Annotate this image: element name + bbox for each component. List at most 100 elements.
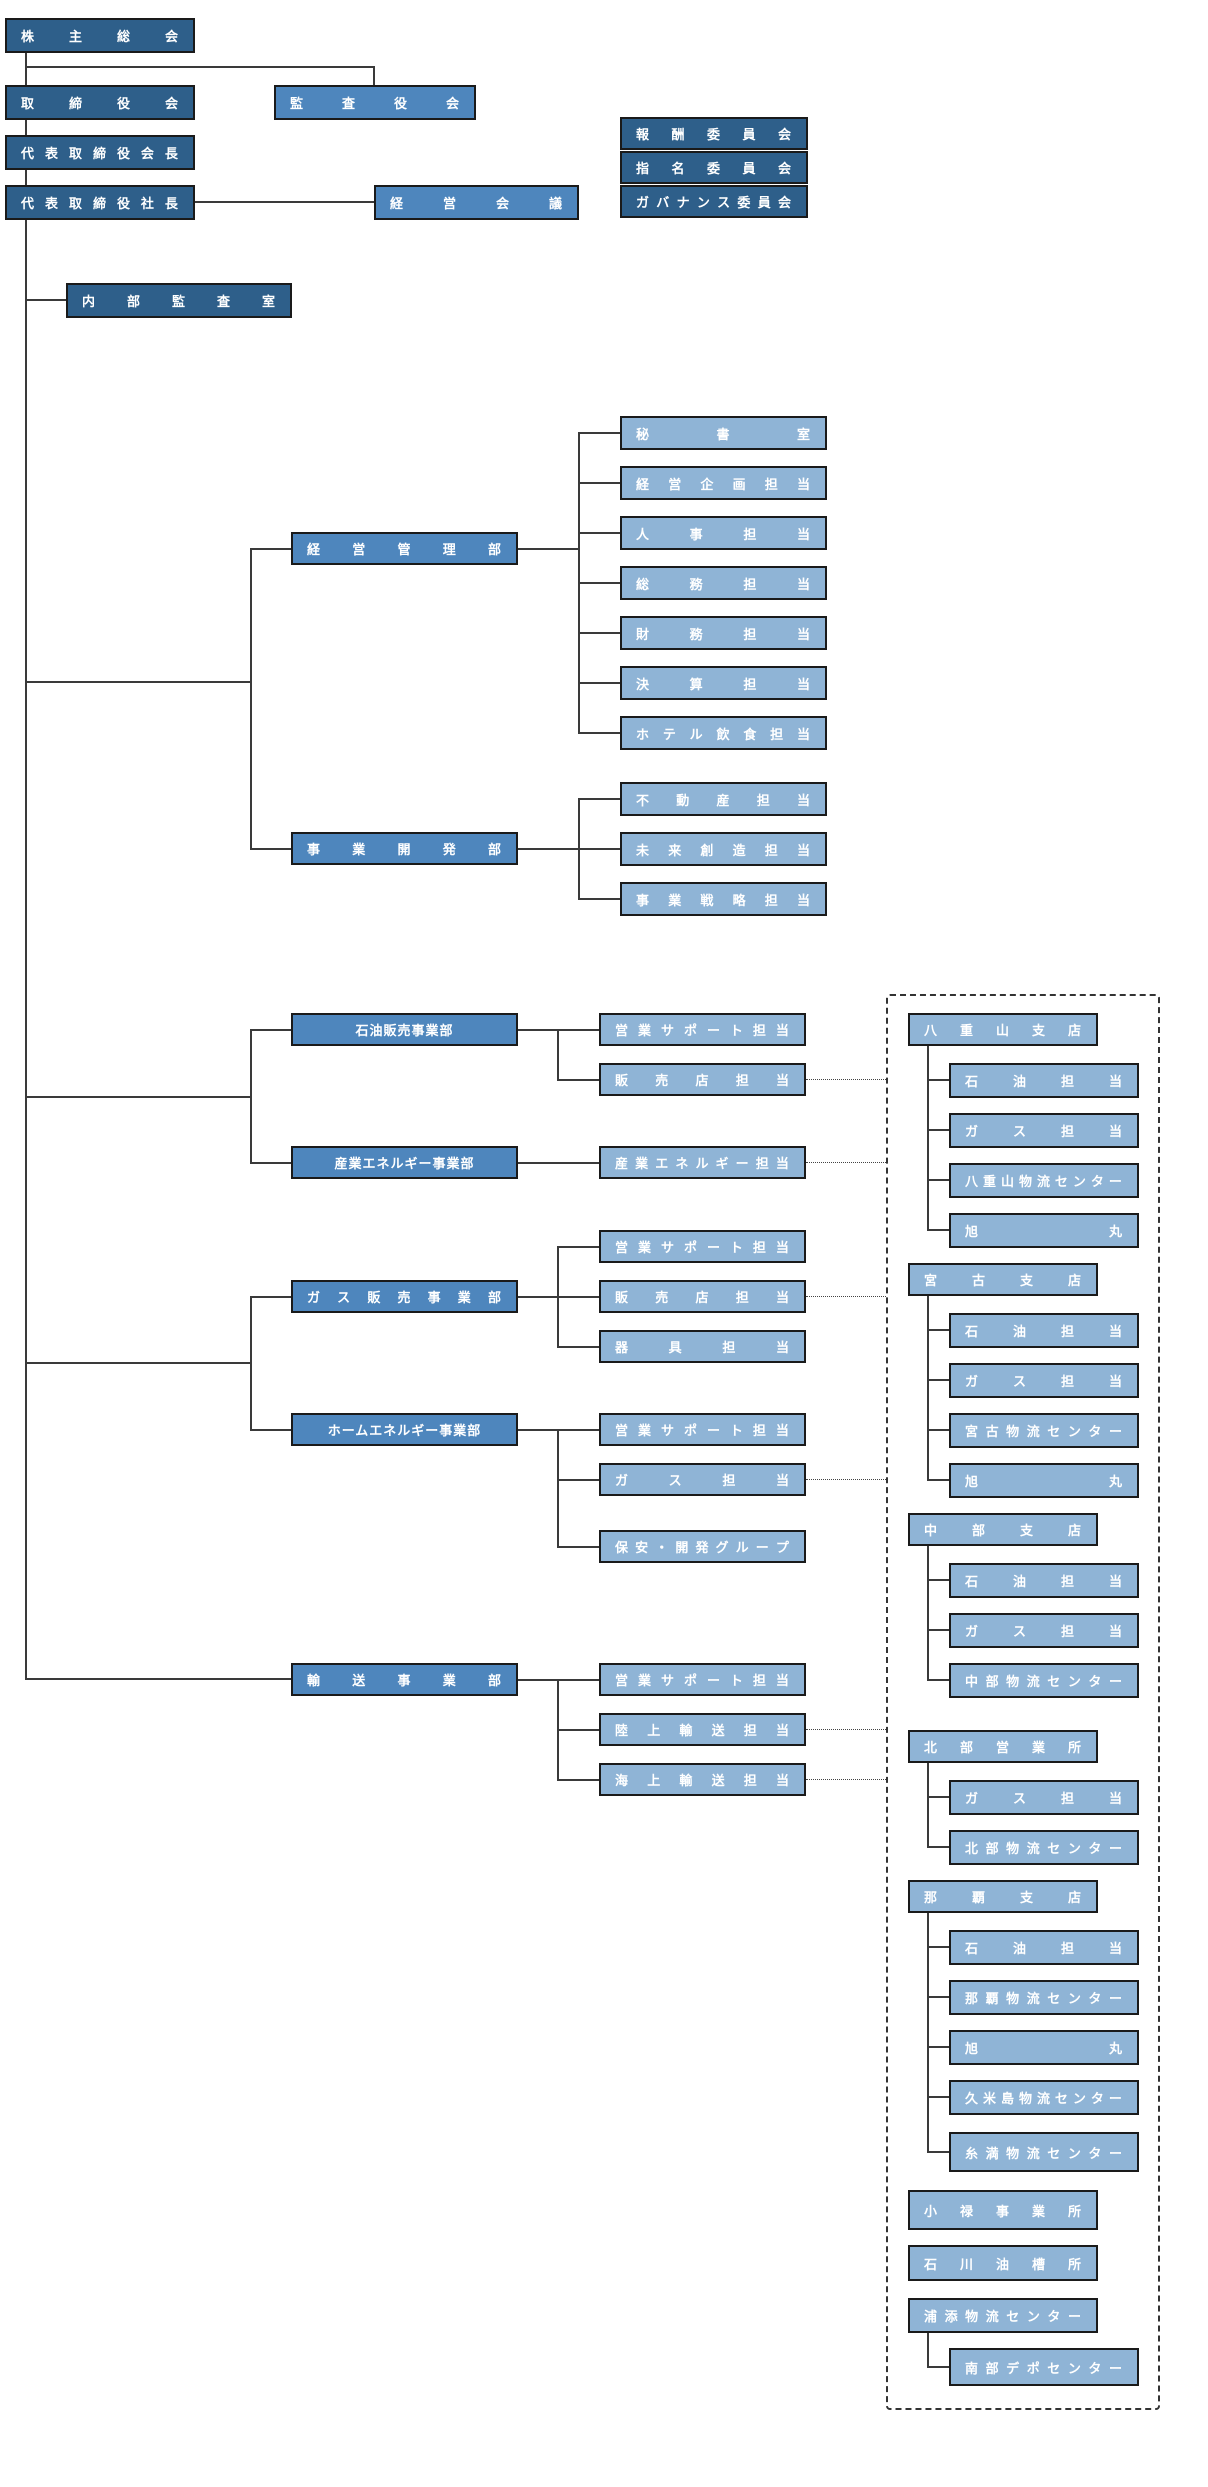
org-node-label: 内部監査室 [82,291,276,310]
org-node-ch-gas: ガス担当 [949,1613,1139,1648]
label-char: 油 [1012,1325,1027,1340]
label-char: 米 [982,2092,997,2107]
org-node-label: ガス担当 [965,1621,1123,1640]
connector-line [578,482,620,484]
connector-line [927,1846,949,1848]
org-node-label: 石川油槽所 [924,2254,1082,2273]
label-char: ル [695,1157,710,1172]
label-char: 指 [636,162,651,177]
org-node-label: 旭丸 [965,1471,1123,1490]
label-char: 流 [1036,2092,1051,2107]
org-node-mi-sekiyu: 石油担当 [949,1313,1139,1348]
org-node-label: 糸満物流センター [965,2143,1123,2162]
label-char: 覇 [985,1992,1000,2007]
org-node-nanbu-depo: 南部デポセンター [949,2348,1139,2386]
label-char: 会 [777,196,792,211]
label-char: 丸 [1108,1475,1123,1490]
org-node-yuso: 輸送事業部 [291,1663,518,1696]
label-char: 担 [1060,1792,1075,1807]
connector-line [518,1162,599,1164]
label-char: 業 [1031,2204,1046,2220]
org-node-label: 経営企画担当 [636,474,811,493]
label-char: 代 [21,147,36,162]
org-node-label: 販売店担当 [615,1287,790,1306]
org-node-kabunushi: 株主総会 [5,18,195,53]
label-char: 代 [21,197,36,212]
org-node-jigyo-senryaku: 事業戦略担当 [620,882,827,916]
label-char: 当 [775,1241,790,1256]
label-char: ン [1067,1675,1082,1690]
label-char: 販 [367,1291,382,1306]
label-char: 当 [796,577,811,593]
label-char: 当 [775,1024,790,1039]
label-char: 輸 [679,1724,694,1739]
label-char: 担 [743,627,758,643]
org-node-ya-gas: ガス担当 [949,1113,1139,1148]
label-char: 業 [352,843,367,858]
org-node-somu: 総務担当 [620,566,827,600]
label-char: セ [1047,1425,1062,1440]
label-char: セ [1006,2310,1021,2325]
label-char: 主 [68,30,83,45]
label-char: 覇 [971,1891,986,1906]
label-char: 担 [735,1291,750,1306]
branch-group-frame [886,994,1160,2410]
label-char: 未 [636,843,651,859]
label-char: 担 [752,1241,767,1256]
label-char: 務 [689,627,704,643]
label-char: 会 [495,197,510,212]
org-node-hoshu: 報酬委員会 [620,117,808,150]
label-char: 石 [924,2257,939,2273]
org-node-label: 指名委員会 [636,158,792,177]
label-char: 当 [1108,1942,1123,1957]
org-node-ya-butsuryu: 八重山物流センター [949,1163,1139,1198]
org-node-na-itoman: 糸満物流センター [949,2132,1139,2172]
label-char: 担 [752,1424,767,1439]
label-char: 物 [965,2310,980,2325]
label-char: 当 [796,477,811,493]
label-char: ン [1067,2361,1082,2377]
dotted-leader [806,1296,886,1297]
connector-line [578,432,620,434]
label-char: サ [660,1241,675,1256]
label-char: 報 [636,128,651,143]
label-char: ー [706,1424,721,1439]
org-node-label: 南部デポセンター [965,2358,1123,2377]
label-char: 宮 [965,1425,980,1440]
label-char: 物 [1006,1992,1021,2007]
label-char: 山 [995,1024,1010,1039]
org-node-label: 久米島物流センター [965,2088,1123,2107]
label-char: 議 [548,197,563,212]
connector-line [250,1029,291,1031]
connector-line [578,682,620,684]
label-char: 部 [487,1674,502,1689]
connector-line [927,2046,949,2048]
org-node-urasoe: 浦添物流センター [908,2298,1098,2333]
label-char: ポ [683,1024,698,1039]
label-char: ギ [715,1157,730,1172]
org-node-label: 秘書室 [636,424,811,443]
label-char: 営 [615,1024,630,1039]
connector-line [250,548,291,550]
label-char: 食 [743,727,758,743]
label-char: 禄 [959,2204,974,2220]
connector-line [578,732,620,734]
label-char: 経 [390,197,405,212]
connector-line [557,1429,559,1548]
org-node-h-gas: ガス担当 [599,1463,806,1496]
org-node-label: 営業サポート担当 [615,1020,790,1039]
label-char: 員 [757,196,772,211]
label-char: 槽 [1031,2257,1046,2273]
connector-line [25,53,27,1680]
label-char: 査 [216,295,231,310]
label-char: セ [1047,1992,1062,2007]
label-char: 旭 [965,2042,980,2057]
label-char: 来 [668,843,683,859]
label-char: ン [1026,2310,1041,2325]
connector-line [557,1246,559,1348]
label-char: 所 [1067,1741,1082,1756]
org-node-ch-sekiyu: 石油担当 [949,1563,1139,1598]
label-char: 八 [965,1175,980,1190]
label-char: 満 [985,2146,1000,2162]
